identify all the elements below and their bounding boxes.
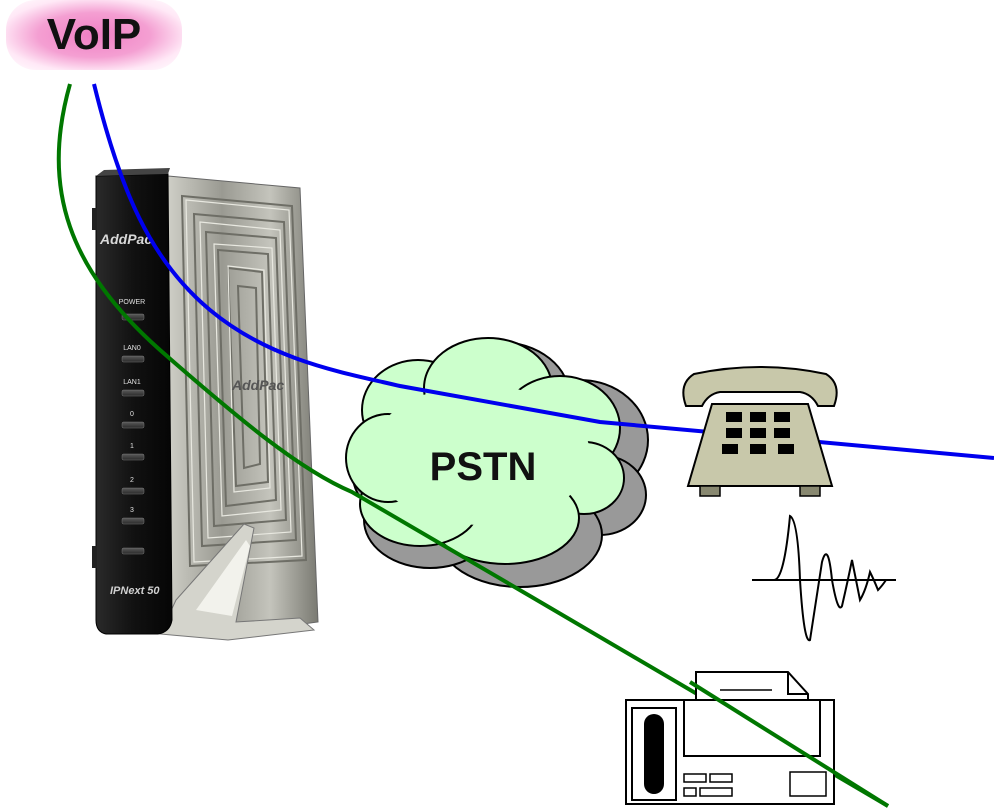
voip-gateway-device: AddPac AddPac POWER LAN0 LAN1 0 1 2 3 (92, 168, 319, 641)
led-label-lan0: LAN0 (123, 345, 141, 352)
fax-line-green (56, 83, 890, 808)
led-port-1 (121, 453, 145, 461)
pstn-label: PSTN (430, 445, 537, 489)
phone-keypad (722, 412, 794, 454)
fax-machine-icon (625, 671, 835, 805)
fax-handset (644, 714, 664, 794)
led-label-0: 0 (130, 411, 134, 418)
led-port-0 (121, 421, 145, 429)
device-leds: POWER LAN0 LAN1 0 1 2 3 (119, 299, 145, 555)
phone-handset (682, 366, 838, 407)
device-front-panel (95, 173, 173, 635)
led-lan0 (121, 355, 145, 363)
led-label-2: 2 (130, 477, 134, 484)
device-model-label: IPNext 50 (110, 585, 160, 597)
led-label-3: 3 (130, 507, 134, 514)
led-port-2 (121, 487, 145, 495)
device-side-logo: AddPac (231, 377, 284, 393)
voip-title: VoIP (6, 0, 182, 70)
pstn-cloud: PSTN (345, 337, 649, 588)
voice-line-blue (92, 83, 994, 460)
led-lan1 (121, 389, 145, 397)
led-port-3 (121, 517, 145, 525)
telephone-icon (682, 366, 838, 497)
device-brand-logo: AddPac (99, 231, 152, 247)
led-label-lan1: LAN1 (123, 379, 141, 386)
waveform-icon (752, 514, 896, 642)
led-label-1: 1 (130, 443, 134, 450)
led-extra (121, 547, 145, 555)
led-label-power: POWER (119, 299, 145, 306)
